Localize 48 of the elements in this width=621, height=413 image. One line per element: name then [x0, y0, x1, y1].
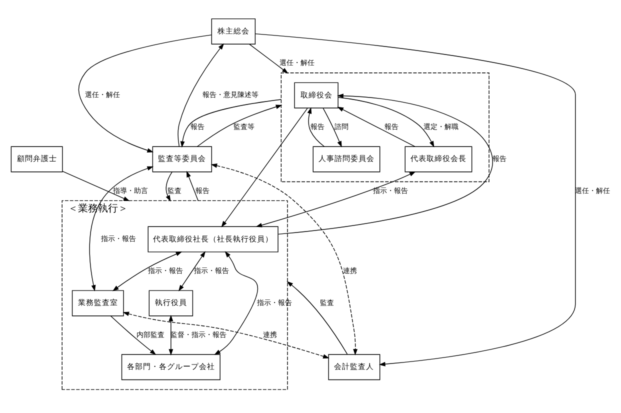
- arrow: [286, 280, 348, 354]
- edge-label: 報告: [190, 122, 205, 131]
- edge-label: 選任・解任: [84, 90, 120, 99]
- edge-label: 指示・報告: [194, 266, 229, 275]
- arrow: [278, 93, 493, 234]
- arrow: [337, 106, 416, 146]
- edge-label: 報告: [196, 185, 210, 194]
- edge-label: 監査: [320, 297, 334, 306]
- arrow: [196, 104, 282, 146]
- arrow: [78, 34, 212, 152]
- arrow: [256, 171, 416, 227]
- arrow: [89, 166, 154, 291]
- arrow: [221, 107, 308, 227]
- edge-label: 監査: [167, 185, 182, 194]
- arrow: [307, 106, 325, 146]
- edge-label: 監査等: [233, 122, 254, 131]
- edge-label: 選定・解職: [423, 122, 458, 131]
- edge-label: 選任・解任: [279, 58, 314, 67]
- edge-label: 指導・助言: [113, 185, 148, 194]
- arrow: [322, 107, 342, 147]
- arrow: [168, 314, 174, 355]
- cluster: [280, 72, 490, 182]
- arrow: [338, 96, 434, 147]
- edge-label: 報告: [310, 122, 325, 131]
- arrow: [214, 250, 258, 354]
- edge-label: 指示・報告: [372, 185, 408, 194]
- arrow: [255, 32, 576, 366]
- edge-label: 連携: [262, 329, 277, 338]
- arrow: [62, 170, 130, 201]
- arrow: [186, 170, 199, 201]
- arrow: [178, 42, 224, 146]
- arrow: [166, 171, 172, 202]
- arrow: [180, 98, 282, 148]
- edge-label: 諮問: [334, 122, 349, 131]
- edge-label: 連携: [343, 266, 357, 275]
- edge-label: 指示・報告: [148, 266, 184, 275]
- arrow: [112, 251, 182, 291]
- arrow: [249, 43, 288, 74]
- edge-label: 報告・意見陳述等: [202, 90, 258, 99]
- edge-label: 内部監査: [136, 329, 165, 338]
- edge-label: 指示・報告: [257, 297, 292, 306]
- arrow: [122, 311, 330, 358]
- arrow: [110, 315, 156, 354]
- edge-label: 指示・報告: [101, 234, 136, 243]
- edge-label: 報告: [492, 154, 507, 163]
- edge-label: 報告: [384, 122, 398, 131]
- arrow: [178, 250, 206, 291]
- arrow: [210, 163, 358, 355]
